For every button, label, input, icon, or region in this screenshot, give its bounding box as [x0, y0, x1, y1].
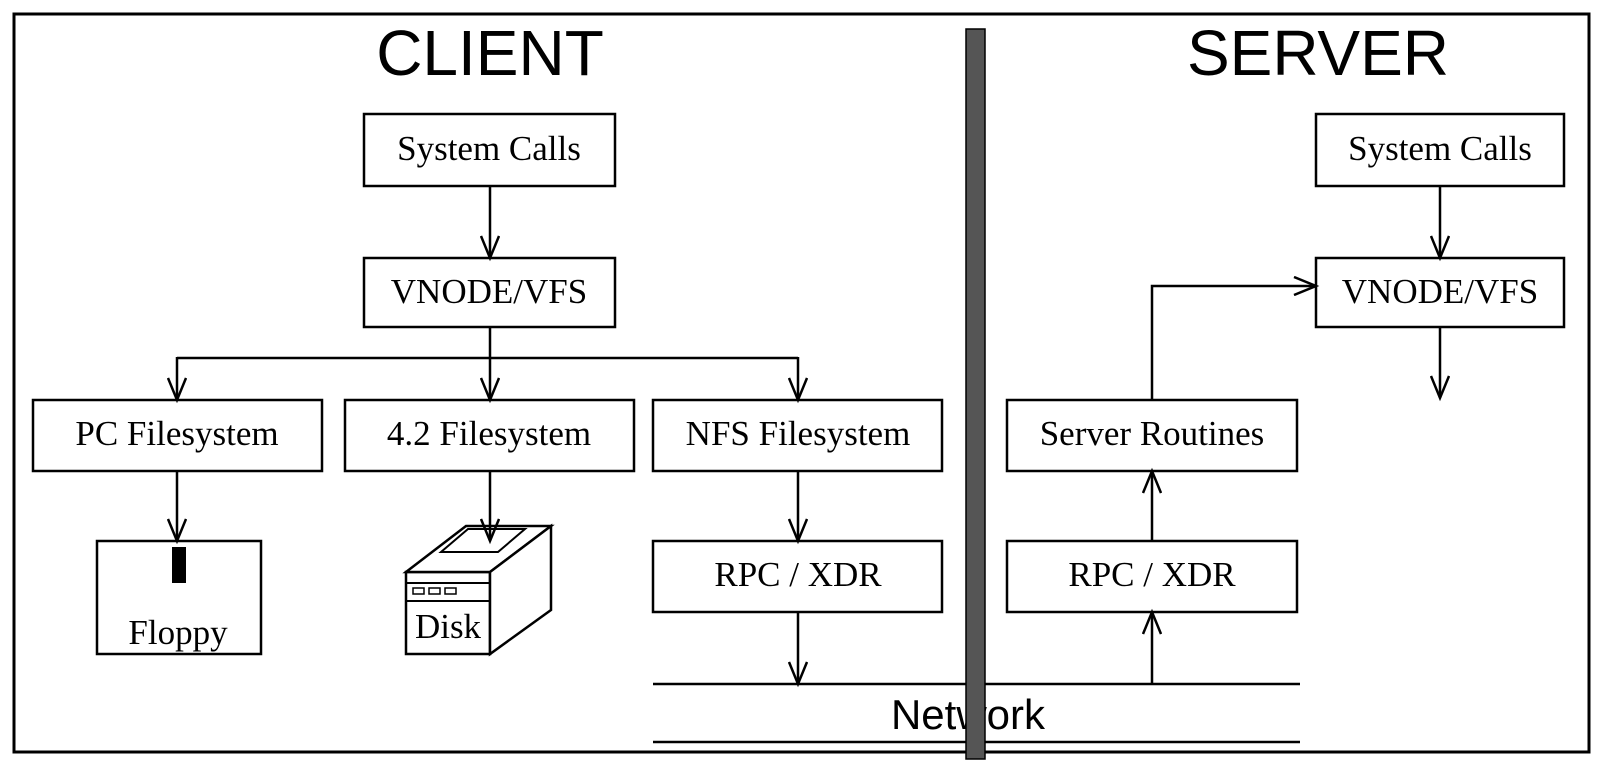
filesystem-42-label: 4.2 Filesystem — [387, 414, 591, 453]
client-system-calls-box — [362, 112, 617, 188]
server-heading: SERVER — [1187, 17, 1449, 89]
pc-filesystem-box — [31, 398, 324, 473]
floppy-slot-icon — [172, 547, 186, 583]
server-vnode-vfs-label: VNODE/VFS — [1342, 272, 1538, 311]
client-vnode-vfs-label: VNODE/VFS — [391, 272, 587, 311]
floppy-label: Floppy — [128, 613, 228, 652]
client-server-divider — [965, 28, 986, 760]
client-side: System Calls VNODE/VFS PC Filesystem 4.2… — [31, 112, 944, 684]
client-rpc-xdr-label: RPC / XDR — [714, 555, 882, 594]
disk-drive-icon — [402, 523, 555, 657]
filesystem-42-box — [343, 398, 636, 473]
arrow-routines-to-server-vnode — [1150, 286, 1316, 400]
nfs-filesystem-box — [651, 398, 944, 473]
server-rpc-xdr-box — [1005, 539, 1299, 614]
disk-label: Disk — [415, 607, 482, 646]
client-vnode-vfs-box — [362, 256, 617, 329]
server-rpc-xdr-label: RPC / XDR — [1068, 555, 1236, 594]
server-system-calls-box — [1314, 112, 1566, 188]
server-side: System Calls VNODE/VFS Server Routines R… — [1005, 112, 1566, 684]
outer-frame — [12, 12, 1591, 754]
server-routines-box — [1005, 398, 1299, 473]
client-system-calls-label: System Calls — [397, 129, 581, 168]
server-routines-label: Server Routines — [1040, 414, 1265, 453]
client-rpc-xdr-box — [651, 539, 944, 614]
pc-filesystem-label: PC Filesystem — [75, 414, 278, 453]
client-heading: CLIENT — [376, 17, 604, 89]
nfs-filesystem-label: NFS Filesystem — [686, 414, 911, 453]
server-system-calls-label: System Calls — [1348, 129, 1532, 168]
